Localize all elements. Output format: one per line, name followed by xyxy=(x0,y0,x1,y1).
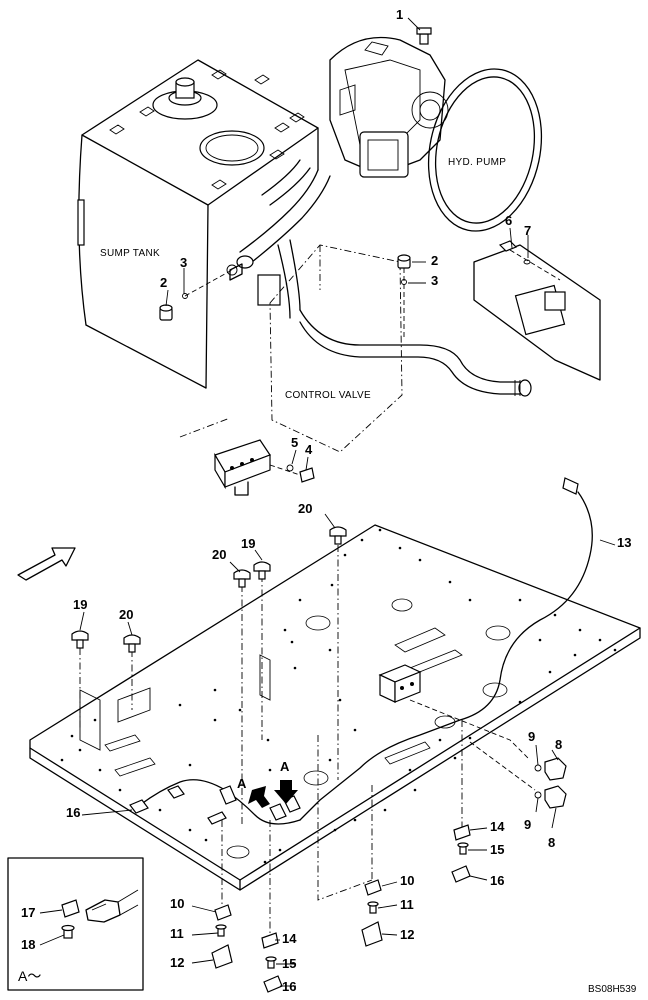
drawing-reference: BS08H539 xyxy=(588,984,637,995)
callout-1: 1 xyxy=(396,7,404,22)
direction-arrow xyxy=(17,547,76,581)
callout-3: 3 xyxy=(180,255,188,270)
ports-8-9 xyxy=(534,757,567,809)
callout-11: 11 xyxy=(170,926,184,941)
suction-pipe xyxy=(229,159,331,306)
hydraulic-pump xyxy=(329,27,543,232)
floor-plate xyxy=(29,524,641,891)
sump-tank xyxy=(77,59,319,389)
sump-tank-label: SUMP TANK xyxy=(100,248,160,259)
callout-9: 9 xyxy=(524,817,532,832)
callout-13: 13 xyxy=(617,535,632,550)
callout-12: 12 xyxy=(170,955,185,970)
callout-10: 10 xyxy=(400,873,415,888)
callout-17: 17 xyxy=(21,905,36,920)
callout-19: 19 xyxy=(241,536,256,551)
callout-15: 15 xyxy=(282,956,297,971)
pilot-valve-block xyxy=(473,240,601,381)
callout-6: 6 xyxy=(505,213,513,228)
callout-10: 10 xyxy=(170,896,185,911)
control-valve xyxy=(269,239,532,453)
callout-4: 4 xyxy=(305,442,313,457)
callout-9: 9 xyxy=(528,729,536,744)
callout-16: 16 xyxy=(490,873,505,888)
assembly-lines xyxy=(79,545,536,935)
callout-2: 2 xyxy=(160,275,168,290)
control-valve-label: CONTROL VALVE xyxy=(285,390,371,401)
leader-lines xyxy=(39,17,616,987)
callout-20: 20 xyxy=(119,607,134,622)
callout-3: 3 xyxy=(431,273,439,288)
detail-view-label: A～ xyxy=(18,968,42,984)
callout-18: 18 xyxy=(21,937,36,952)
callout-14: 14 xyxy=(490,819,505,834)
floor-valve-block xyxy=(378,664,422,703)
callout-7: 7 xyxy=(524,223,532,238)
hyd-pump-label: HYD. PUMP xyxy=(448,157,507,168)
callout-16: 16 xyxy=(282,979,297,994)
callout-14: 14 xyxy=(282,931,297,946)
bolts xyxy=(71,526,347,653)
callout-16: 16 xyxy=(66,805,81,820)
view-marker-a: A xyxy=(237,776,247,791)
callout-12: 12 xyxy=(400,927,415,942)
callout-11: 11 xyxy=(400,897,414,912)
clamp-parts xyxy=(211,824,471,993)
callout-15: 15 xyxy=(490,842,505,857)
detail-view-a xyxy=(7,857,144,991)
callout-2: 2 xyxy=(431,253,439,268)
wire-harness xyxy=(129,477,593,825)
callout-5: 5 xyxy=(291,435,299,450)
callout-19: 19 xyxy=(73,597,88,612)
callout-20: 20 xyxy=(212,547,227,562)
view-arrows xyxy=(248,780,298,808)
callout-8: 8 xyxy=(555,737,563,752)
callout-20: 20 xyxy=(298,501,313,516)
callout-8: 8 xyxy=(548,835,556,850)
tank-plug-parts xyxy=(159,254,411,340)
view-marker-a: A xyxy=(280,759,290,774)
manifold-block xyxy=(179,417,315,496)
